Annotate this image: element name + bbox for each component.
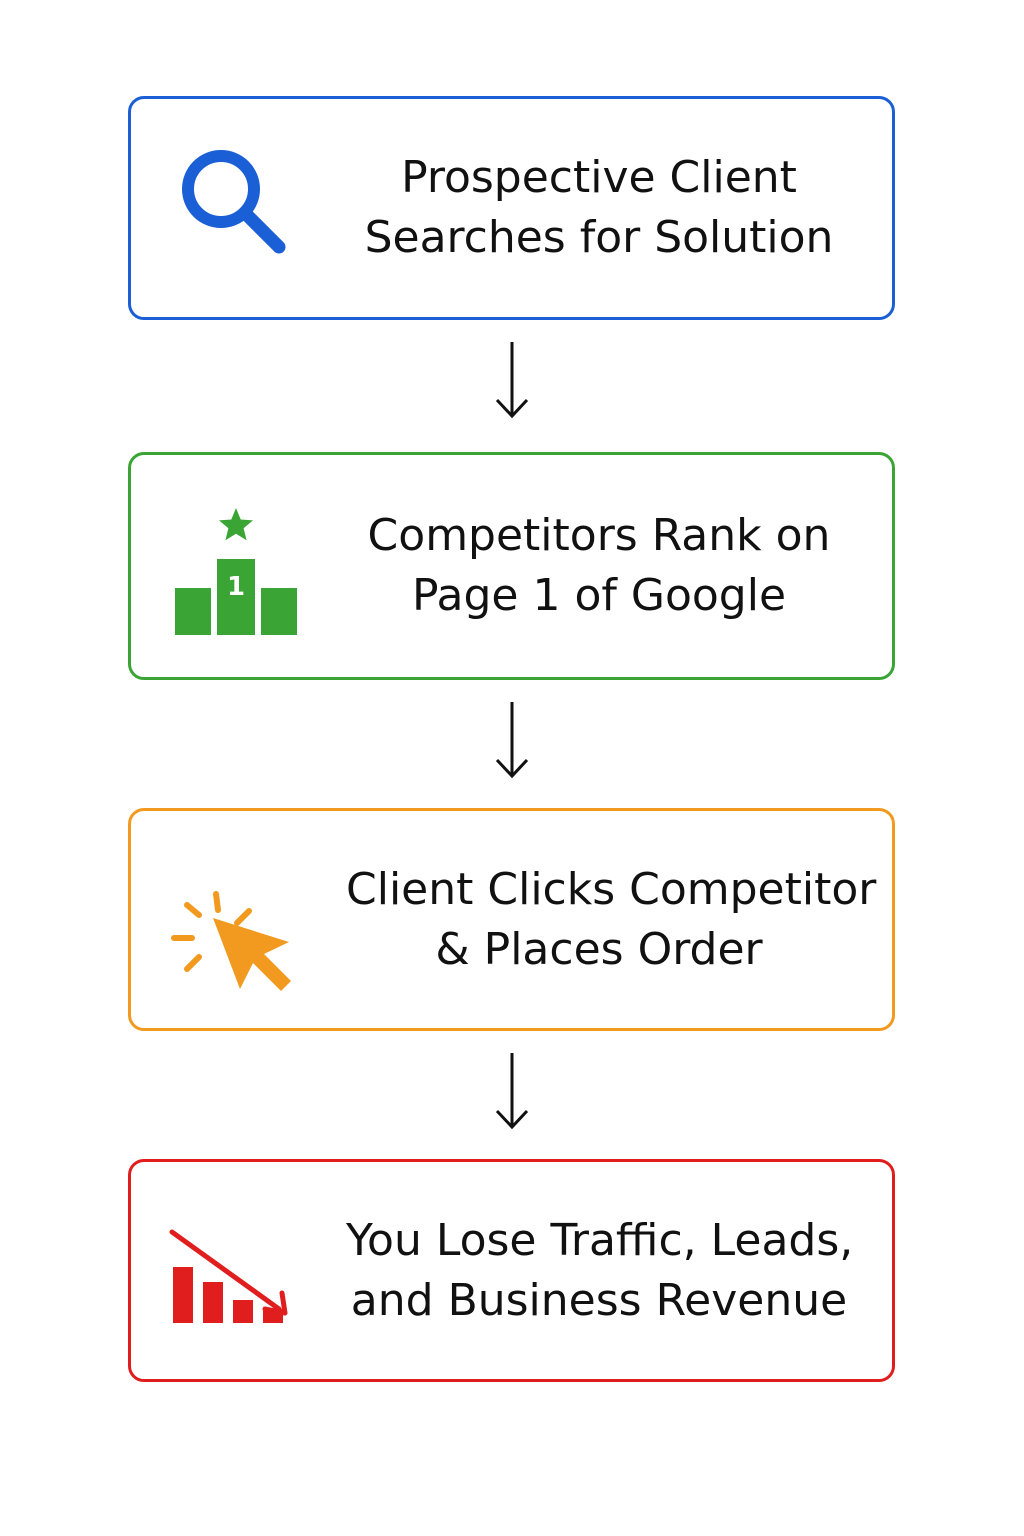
step-label-line-1: You Lose Traffic, Leads,	[346, 1214, 854, 1266]
step-label-line-1: Competitors Rank on	[367, 510, 831, 561]
step-label: Competitors Rank on Page 1 of Google	[346, 506, 852, 626]
step-label-line-1: Client Clicks Competitor	[346, 863, 877, 915]
step-box-search: Prospective Client Searches for Solution	[128, 96, 895, 320]
arrow-down-icon	[492, 700, 532, 780]
arrow-down-icon	[492, 340, 532, 420]
step-box-ranking: 1 Competitors Rank on Page 1 of Google	[128, 452, 895, 680]
step-label-line-2: and Business Revenue	[350, 1274, 848, 1326]
podium-icon: 1	[161, 491, 311, 641]
step-label-line-1: Prospective Client	[401, 152, 797, 203]
search-icon	[161, 133, 311, 283]
step-box-loss: You Lose Traffic, Leads, and Business Re…	[128, 1159, 895, 1382]
step-label-line-2: Page 1 of Google	[411, 570, 787, 621]
step-label: Client Clicks Competitor & Places Order	[346, 860, 877, 980]
arrow-down-icon	[492, 1051, 532, 1131]
step-box-click: Client Clicks Competitor & Places Order	[128, 808, 895, 1031]
declining-chart-icon	[161, 1196, 311, 1346]
click-cursor-icon	[161, 845, 311, 995]
podium-rank-number: 1	[227, 572, 245, 602]
step-label-line-2: & Places Order	[435, 923, 763, 975]
step-label-line-2: Searches for Solution	[364, 212, 834, 263]
step-label: Prospective Client Searches for Solution	[346, 148, 852, 268]
step-label: You Lose Traffic, Leads, and Business Re…	[346, 1211, 854, 1331]
